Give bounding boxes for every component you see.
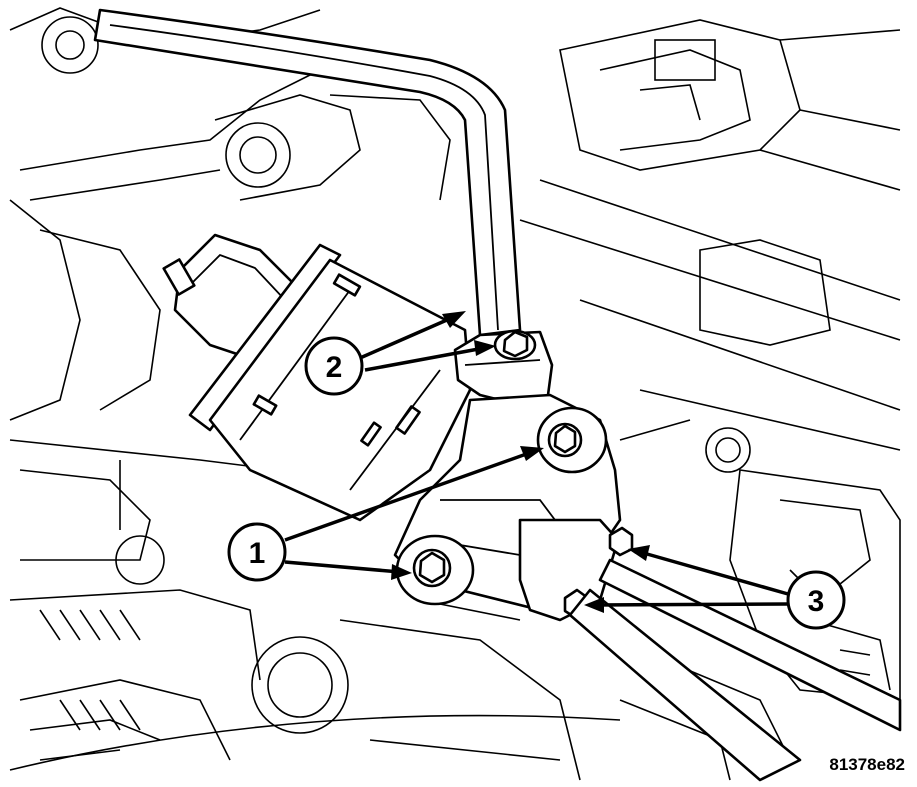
leader-3b: [595, 602, 789, 607]
callout-2-label: 2: [326, 351, 343, 384]
leader-2a: [359, 314, 457, 360]
figure-id: 81378e82: [829, 755, 905, 774]
arrowhead-2b: [474, 340, 496, 356]
arrowhead-1b: [391, 564, 412, 580]
leader-3a: [639, 550, 789, 596]
arrowhead-2a: [442, 311, 466, 328]
tube: [93, 8, 522, 337]
egr-valve-assembly: [162, 233, 902, 782]
callout-3-label: 3: [808, 585, 825, 618]
leader-1a: [284, 450, 533, 542]
callout-3: 3: [786, 570, 846, 630]
callout-1: 1: [227, 522, 287, 582]
engine-background-linework: [9, 7, 901, 781]
mounting-bolt-lower: [395, 534, 475, 606]
mounting-bolt-upper: [536, 406, 608, 474]
leader-2b: [364, 346, 485, 372]
arrowhead-1a: [520, 446, 544, 461]
leader-1b: [284, 560, 401, 574]
callout-2: 2: [304, 336, 364, 396]
callout-1-label: 1: [249, 537, 266, 570]
arrowhead-3b: [584, 597, 604, 613]
tube-bolt: [493, 329, 537, 361]
arrowhead-3a: [628, 545, 650, 561]
callout-leaders: [284, 311, 789, 613]
